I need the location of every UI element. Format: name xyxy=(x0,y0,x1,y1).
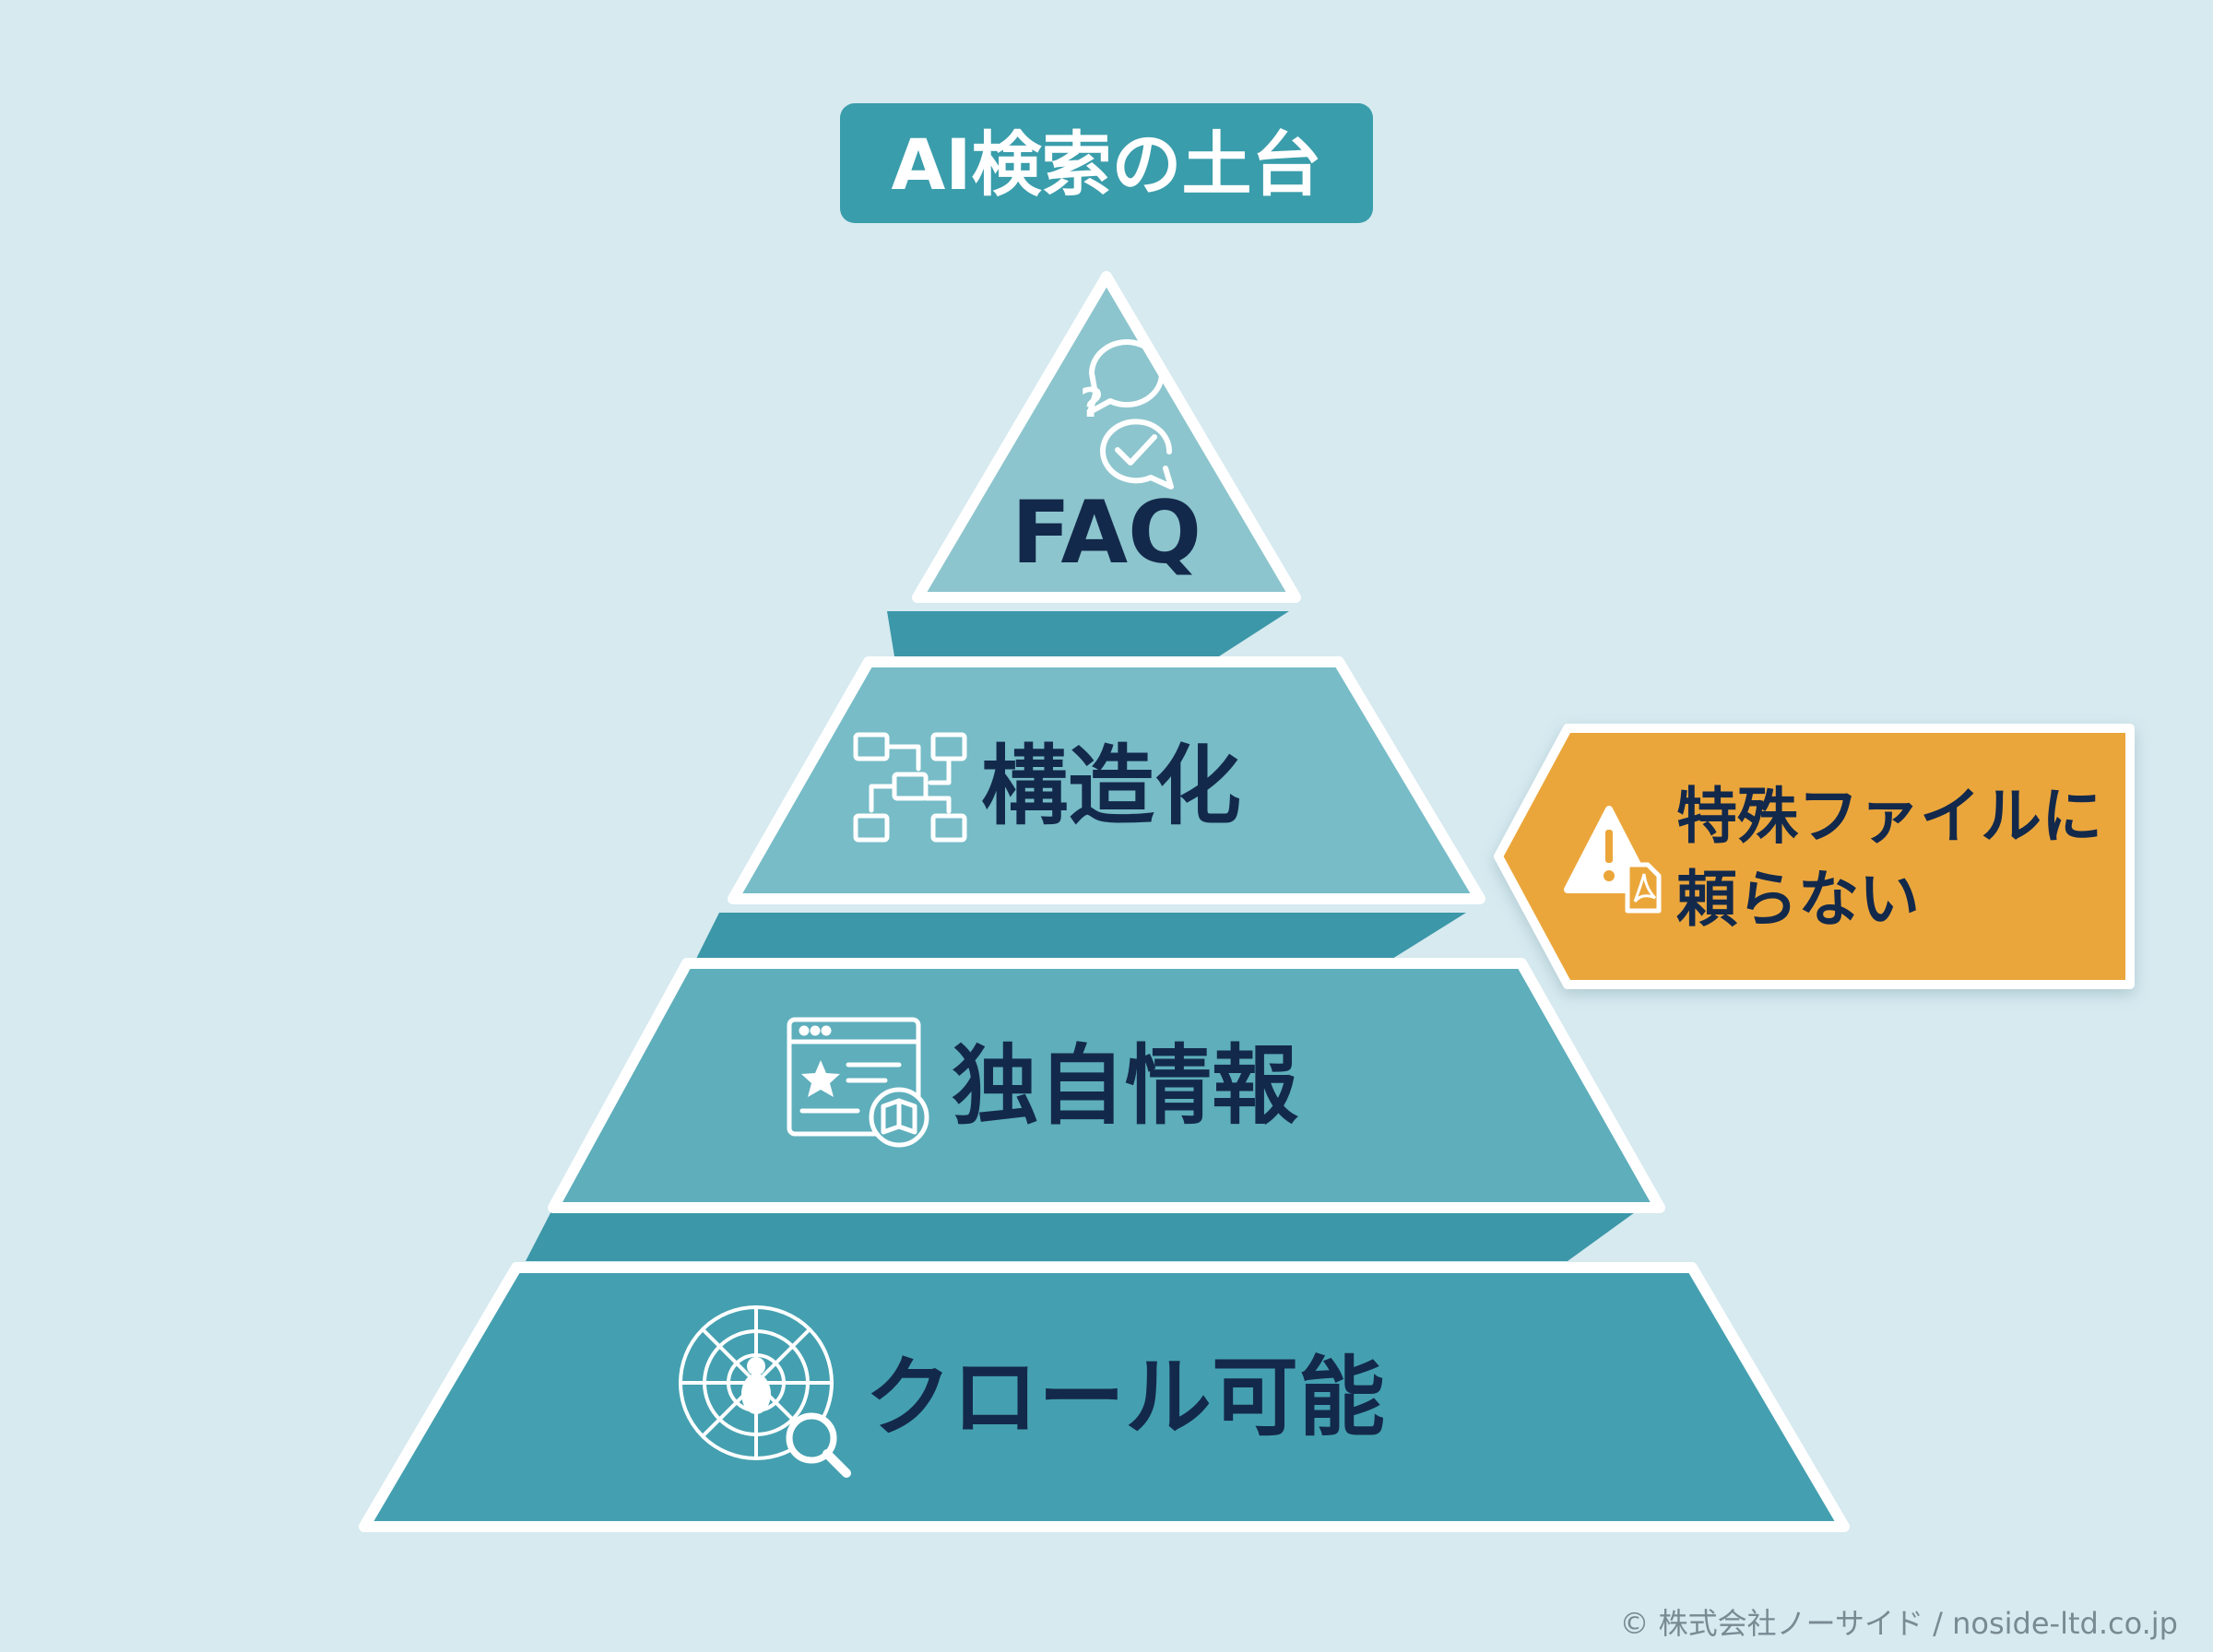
tier-label-structure: 構造化 xyxy=(981,737,1241,837)
tier-label-original: 独自情報 xyxy=(952,1036,1298,1137)
crawler-spider-icon xyxy=(679,1305,851,1478)
callout-box xyxy=(1494,724,2135,989)
faq-chat-icon: ? xyxy=(1080,339,1174,490)
svg-text:?: ? xyxy=(1080,380,1104,427)
callout-line-1: 特殊ファイルに xyxy=(1676,781,2102,852)
separator-3 xyxy=(526,1208,1641,1261)
tier-faq: ? FAQ xyxy=(912,271,1301,603)
copyright: © 株式会社ノーサイド / noside-ltd.co.jp xyxy=(1619,1606,2178,1641)
callout-line-2: 頼らない xyxy=(1676,864,1920,935)
tier-original: 独自情報 xyxy=(548,958,1665,1213)
tier-separators xyxy=(526,611,1641,1261)
original-content-icon xyxy=(787,1017,929,1148)
tier-label-faq: FAQ xyxy=(1012,483,1201,584)
warning-pdf-icon xyxy=(1564,806,1662,914)
tier-structure: 構造化 xyxy=(728,656,1485,904)
separator-1 xyxy=(887,611,1289,656)
separator-2 xyxy=(696,913,1466,959)
tier-label-crawlable: クロール可能 xyxy=(865,1348,1385,1448)
tier-crawlable: クロール可能 xyxy=(359,1262,1850,1532)
title-badge: AI検索の土台 xyxy=(840,103,1373,223)
structure-flow-icon xyxy=(853,732,967,843)
page-title: AI検索の土台 xyxy=(891,124,1321,206)
